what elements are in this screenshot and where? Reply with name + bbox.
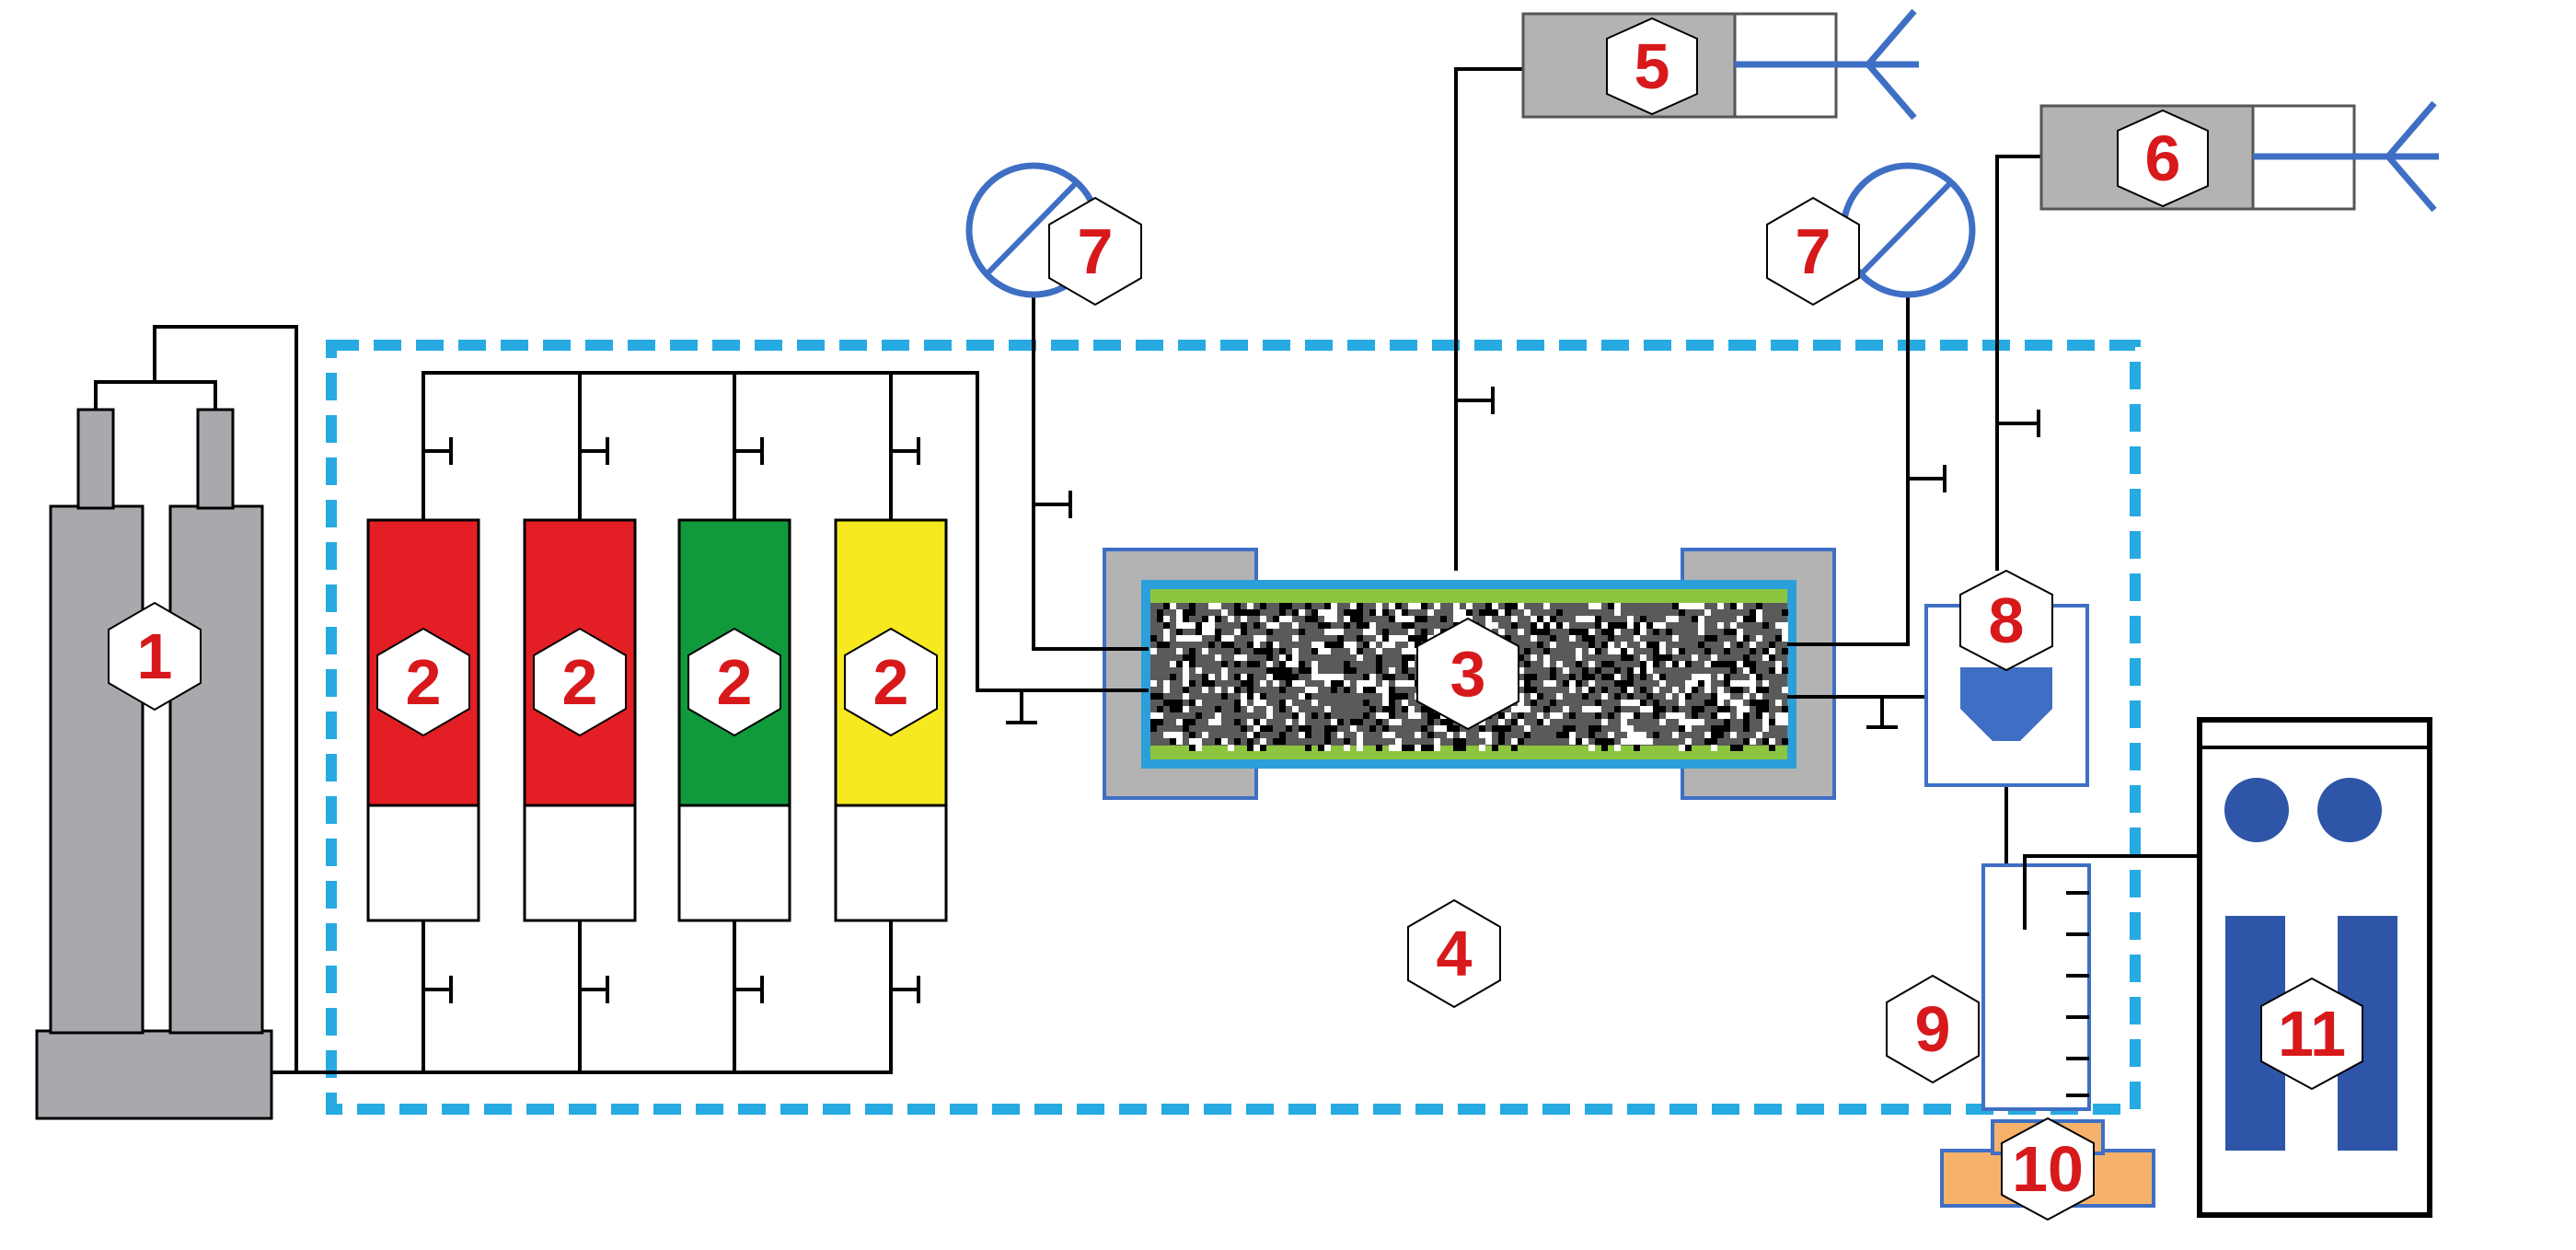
label-6: 6 <box>2117 109 2209 208</box>
label-2c: 2 <box>687 627 781 737</box>
outlet-valve <box>1866 697 1898 729</box>
label-2d: 2 <box>844 627 938 737</box>
label-11: 11 <box>2260 977 2363 1091</box>
label-3: 3 <box>1416 617 1519 731</box>
inlet-valve <box>1006 690 1037 724</box>
label-7-right: 7 <box>1766 196 1860 307</box>
svg-text:7: 7 <box>1796 215 1831 287</box>
pump-right <box>1995 100 2439 571</box>
top-manifold-branches <box>578 373 893 520</box>
graduated-cylinder <box>1981 854 2200 1111</box>
container-valves <box>423 437 920 1003</box>
label-2a: 2 <box>376 627 470 737</box>
svg-text:2: 2 <box>873 646 909 718</box>
label-8: 8 <box>1959 569 2053 672</box>
svg-text:6: 6 <box>2145 122 2181 194</box>
bottom-manifold <box>422 920 736 1072</box>
label-7-left: 7 <box>1048 196 1142 307</box>
thermostat-boundary <box>326 340 2141 1115</box>
svg-text:10: 10 <box>2012 1133 2084 1205</box>
label-1: 1 <box>108 601 202 712</box>
separator <box>1924 604 2089 1003</box>
label-10: 10 <box>2001 1117 2095 1221</box>
label-2b: 2 <box>533 627 627 737</box>
gas-supply-line <box>296 920 893 1074</box>
svg-text:4: 4 <box>1437 918 1473 990</box>
svg-text:3: 3 <box>1450 638 1486 710</box>
label-5: 5 <box>1606 17 1698 116</box>
gas-meter <box>2197 717 2432 1218</box>
svg-text:11: 11 <box>2278 998 2346 1070</box>
core-sample-texture <box>1150 603 1788 751</box>
svg-text:2: 2 <box>406 646 442 718</box>
svg-text:9: 9 <box>1915 993 1951 1065</box>
svg-text:5: 5 <box>1635 30 1670 102</box>
svg-text:8: 8 <box>1989 584 2025 656</box>
label-4: 4 <box>1407 898 1501 1009</box>
svg-text:2: 2 <box>562 646 598 718</box>
svg-text:1: 1 <box>137 620 173 692</box>
gas-cylinders <box>35 325 298 1120</box>
label-9: 9 <box>1886 974 1980 1084</box>
svg-text:2: 2 <box>717 646 753 718</box>
svg-text:7: 7 <box>1078 215 1114 287</box>
